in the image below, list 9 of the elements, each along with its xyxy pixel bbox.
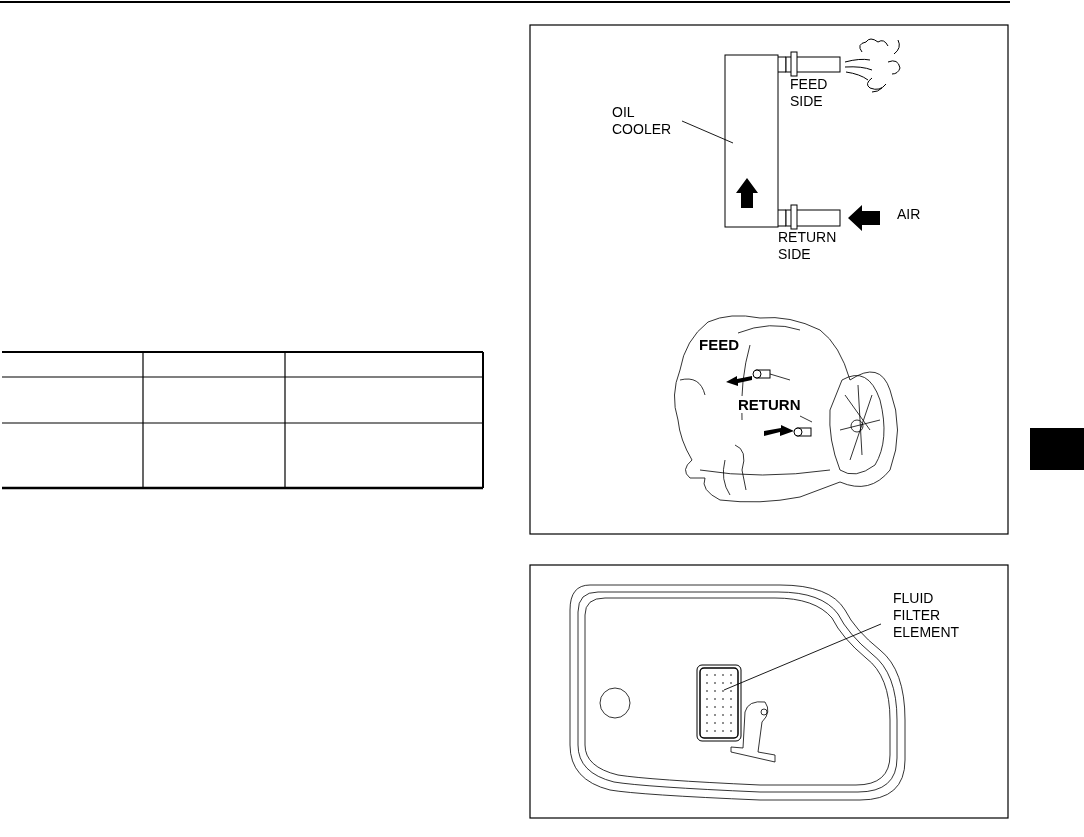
callout-label: OIL COOLER [612,104,692,138]
part-label: RETURN SIDE [778,229,838,263]
part-label: AIR [897,206,922,223]
part-label: FEED SIDE [790,76,829,110]
callout-label: FLUID FILTER ELEMENT [893,590,968,641]
leader-line [681,120,734,144]
leader-line [723,623,882,691]
part-label: RETURN [738,396,801,413]
oil-cooler-drawing [724,54,779,228]
